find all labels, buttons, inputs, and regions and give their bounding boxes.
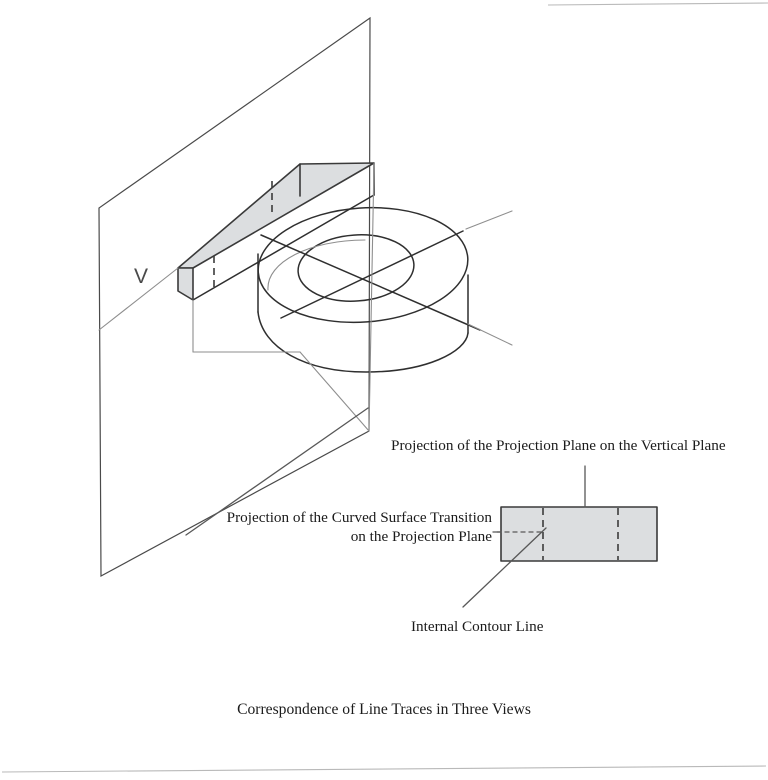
page-rule-top (547, 2, 768, 6)
front-view-outline (500, 506, 658, 562)
annotation-internal-contour-line: Internal Contour Line (411, 618, 544, 635)
leader-internal-contour (462, 527, 547, 608)
cylinder-top-outer-ellipse (257, 206, 469, 324)
diagonal-extension-a (467, 323, 513, 346)
front-view-rectangle (500, 506, 658, 562)
cylinder-bore-ellipse (297, 234, 415, 302)
cutting-plane-front-face (177, 267, 194, 301)
vertical-projection-plane (98, 16, 371, 578)
construction-left-drop (98, 267, 179, 331)
leader-curved-surface-to-pictorial (185, 407, 369, 536)
cylinder-bottom-front-arc (257, 311, 469, 373)
annotation-curved-surface-line-1: Projection of the Curved Surface Transit… (226, 509, 492, 526)
annotation-projection-plane-on-vertical-plane: Projection of the Projection Plane on th… (391, 437, 726, 454)
diagonal-line-a (260, 234, 481, 331)
figure-caption: Correspondence of Line Traces in Three V… (237, 701, 531, 718)
page-rule-bottom (1, 765, 767, 773)
annotation-curved-surface-line-2: on the Projection Plane (350, 527, 492, 545)
vertical-plane-letter-label: V (134, 265, 149, 288)
hollow-cylinder (257, 206, 469, 373)
diagonal-extension-b (465, 210, 513, 230)
cylinder-back-hint-arc (267, 239, 366, 291)
construction-base-to-plane (299, 351, 370, 432)
annotation-curved-surface-transition: Projection of the Curved Surface Transit… (200, 509, 492, 546)
shaded-cutting-plane (177, 162, 375, 301)
construction-right-drop (368, 162, 375, 432)
plane-solid-construction-lines (98, 162, 375, 432)
cutting-plane-bottom-edge (192, 194, 375, 301)
